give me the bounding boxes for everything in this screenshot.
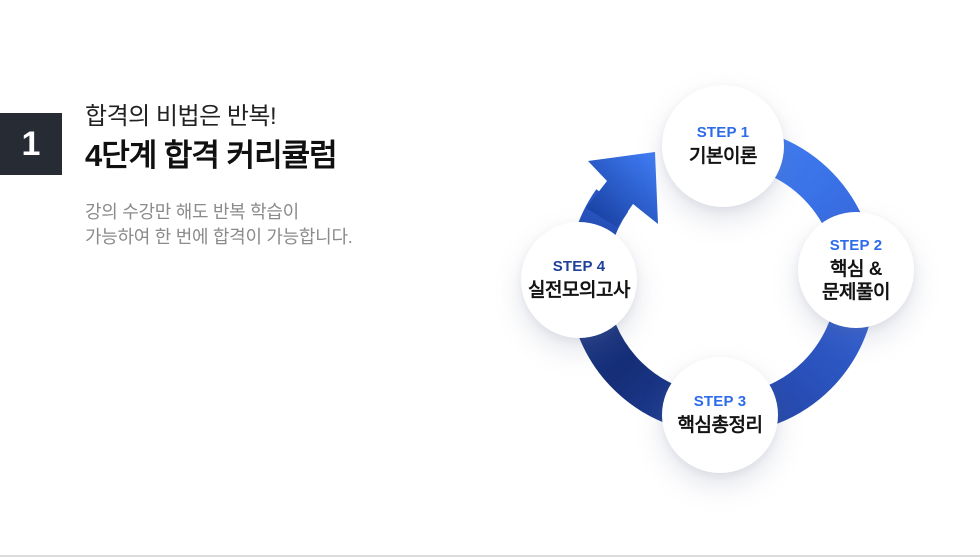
description-line-2: 가능하여 한 번에 합격이 가능합니다. [85, 227, 353, 247]
section-description: 강의 수강만 해도 반복 학습이 가능하여 한 번에 합격이 가능합니다. [85, 200, 353, 250]
step-3-label: STEP 3 [693, 393, 747, 410]
step-1-circle: STEP 1 기본이론 [662, 85, 784, 207]
step-2-circle: STEP 2 핵심 & 문제풀이 [798, 212, 914, 328]
step-3-circle: STEP 3 핵심총정리 [662, 357, 778, 473]
step-4-circle: STEP 4 실전모의고사 [521, 222, 637, 338]
step-1-label: STEP 1 [696, 124, 750, 141]
section-title: 4단계 합격 커리큘럼 [85, 138, 338, 173]
bottom-divider [0, 555, 980, 557]
cycle-arrow-icon [586, 152, 658, 227]
step-4-name: 실전모의고사 [528, 280, 630, 301]
section-subtitle: 합격의 비법은 반복! [85, 103, 277, 130]
step-3-name: 핵심총정리 [677, 415, 763, 436]
section-index-badge: 1 [0, 113, 62, 175]
step-2-name: 핵심 & 문제풀이 [822, 258, 890, 303]
step-4-label: STEP 4 [552, 258, 606, 275]
step-1-name: 기본이론 [689, 146, 757, 167]
description-line-1: 강의 수강만 해도 반복 학습이 [85, 202, 299, 222]
step-2-label: STEP 2 [829, 236, 883, 254]
